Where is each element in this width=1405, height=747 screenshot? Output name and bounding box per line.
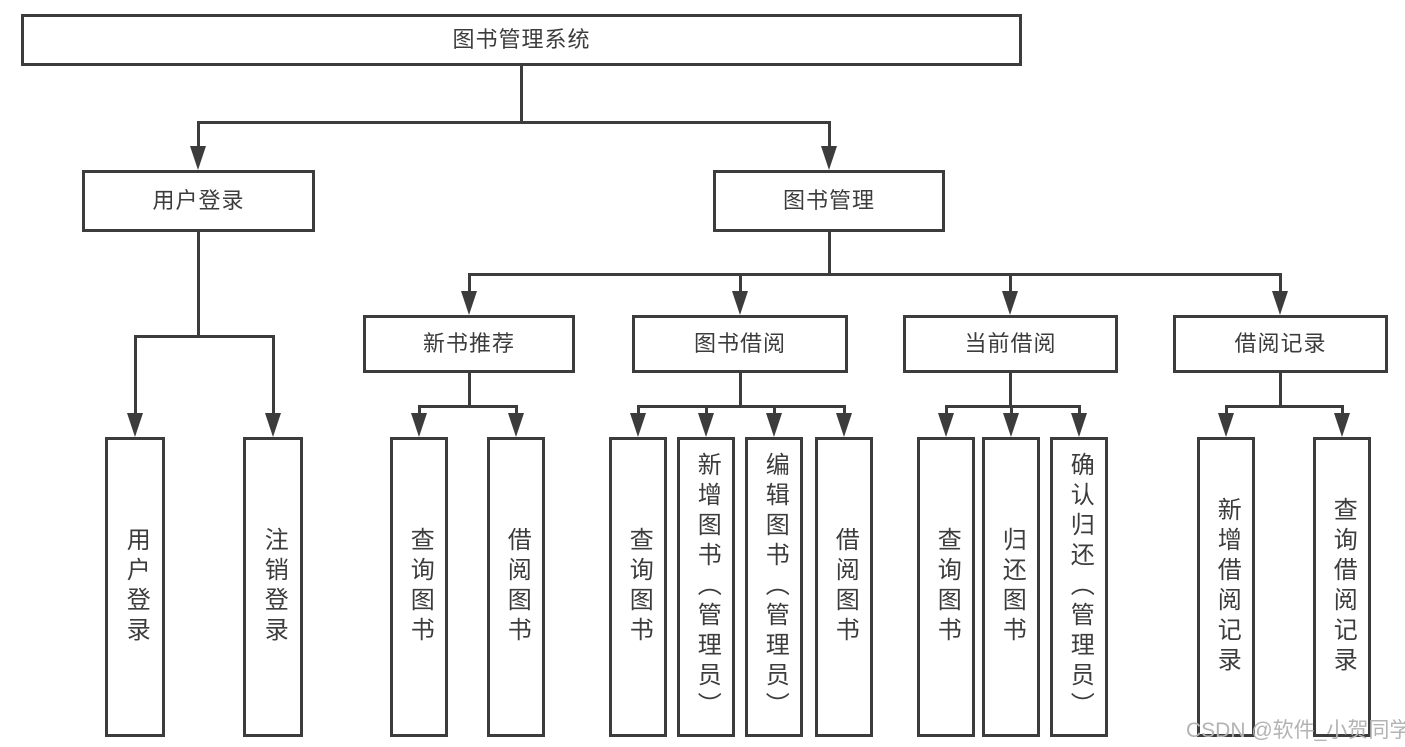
- connector-line: [1008, 273, 1012, 293]
- connector-line: [519, 66, 523, 124]
- node-current-borrow: 当前借阅: [903, 315, 1118, 373]
- leaf-current-confirm-return-admin-label: 确认归还（管理员）: [1066, 452, 1094, 722]
- leaf-user-login-label: 用户登录: [122, 527, 150, 647]
- leaf-current-return-books-label: 归还图书: [998, 527, 1026, 647]
- csdn-watermark: CSDN @软件_小贺同学: [1186, 719, 1405, 742]
- connector-arrowhead: [1002, 291, 1018, 315]
- connector-arrowhead: [821, 146, 837, 170]
- connector-arrowhead: [411, 413, 427, 437]
- connector-line: [704, 405, 708, 415]
- leaf-borrow-add-books-admin-label: 新增图书（管理员）: [693, 452, 721, 722]
- connector-line: [636, 405, 640, 415]
- leaf-user-login: 用户登录: [105, 437, 165, 737]
- connector-arrowhead: [1071, 413, 1087, 437]
- node-current-borrow-label: 当前借阅: [964, 331, 1057, 356]
- connector-line: [1077, 405, 1081, 415]
- leaf-borrow-edit-books-admin: 编辑图书（管理员）: [745, 437, 803, 737]
- connector-line: [636, 405, 846, 408]
- connector-arrowhead: [127, 413, 143, 437]
- leaf-records-add-record-label: 新增借阅记录: [1213, 497, 1241, 677]
- connector-line: [271, 335, 275, 415]
- leaf-current-query-books-label: 查询图书: [933, 527, 961, 647]
- leaf-recommend-borrow-books: 借阅图书: [487, 437, 545, 737]
- connector-line: [417, 405, 518, 408]
- connector-line: [944, 405, 1081, 408]
- node-user-login: 用户登录: [82, 170, 315, 232]
- connector-line: [133, 335, 137, 415]
- leaf-borrow-query-books-label: 查询图书: [625, 527, 653, 647]
- connector-line: [944, 405, 948, 415]
- connector-arrowhead: [698, 413, 714, 437]
- leaf-borrow-edit-books-admin-label: 编辑图书（管理员）: [761, 452, 789, 722]
- node-new-book-recommend-label: 新书推荐: [422, 331, 515, 356]
- connector-line: [133, 335, 275, 338]
- leaf-current-query-books: 查询图书: [917, 437, 975, 737]
- connector-line: [1340, 405, 1344, 415]
- connector-line: [514, 405, 518, 415]
- connector-line: [467, 373, 471, 408]
- connector-line: [738, 373, 742, 408]
- leaf-records-add-record: 新增借阅记录: [1197, 437, 1255, 737]
- leaf-logout-login: 注销登录: [243, 437, 303, 737]
- leaf-borrow-add-books-admin: 新增图书（管理员）: [677, 437, 735, 737]
- node-book-mgmt-label: 图书管理: [782, 188, 875, 213]
- node-new-book-recommend: 新书推荐: [363, 315, 575, 373]
- node-root: 图书管理系统: [21, 14, 1022, 66]
- connector-line: [417, 405, 421, 415]
- connector-line: [467, 273, 471, 293]
- connector-line: [196, 232, 200, 338]
- connector-line: [196, 121, 831, 124]
- leaf-recommend-query-books: 查询图书: [390, 437, 448, 737]
- connector-arrowhead: [938, 413, 954, 437]
- node-user-login-label: 用户登录: [152, 188, 245, 213]
- connector-arrowhead: [766, 413, 782, 437]
- leaf-current-return-books: 归还图书: [982, 437, 1040, 737]
- connector-arrowhead: [508, 413, 524, 437]
- leaf-borrow-query-books: 查询图书: [609, 437, 667, 737]
- leaf-borrow-borrow-books-label: 借阅图书: [831, 527, 859, 647]
- connector-arrowhead: [1272, 291, 1288, 315]
- connector-line: [842, 405, 846, 415]
- connector-arrowhead: [630, 413, 646, 437]
- connector-arrowhead: [836, 413, 852, 437]
- node-book-borrow-label: 图书借阅: [693, 331, 786, 356]
- connector-arrowhead: [732, 291, 748, 315]
- node-root-label: 图书管理系统: [452, 27, 591, 52]
- connector-line: [1224, 405, 1344, 408]
- connector-line: [1224, 405, 1228, 415]
- connector-line: [827, 121, 831, 148]
- connector-arrowhead: [190, 146, 206, 170]
- leaf-current-confirm-return-admin: 确认归还（管理员）: [1050, 437, 1108, 737]
- connector-line: [1009, 405, 1013, 415]
- connector-arrowhead: [461, 291, 477, 315]
- node-borrow-records: 借阅记录: [1173, 315, 1388, 373]
- connector-line: [772, 405, 776, 415]
- leaf-recommend-borrow-books-label: 借阅图书: [503, 527, 531, 647]
- connector-arrowhead: [1218, 413, 1234, 437]
- connector-line: [1278, 373, 1282, 408]
- node-borrow-records-label: 借阅记录: [1234, 331, 1327, 356]
- connector-line: [738, 273, 742, 293]
- connector-arrowhead: [1003, 413, 1019, 437]
- leaf-recommend-query-books-label: 查询图书: [406, 527, 434, 647]
- connector-line: [1278, 273, 1282, 293]
- leaf-borrow-borrow-books: 借阅图书: [815, 437, 873, 737]
- leaf-records-query-record: 查询借阅记录: [1313, 437, 1371, 737]
- connector-line: [196, 121, 200, 148]
- node-book-mgmt: 图书管理: [713, 170, 945, 232]
- leaf-records-query-record-label: 查询借阅记录: [1329, 497, 1357, 677]
- connector-line: [467, 273, 1282, 276]
- node-book-borrow: 图书借阅: [632, 315, 848, 373]
- connector-arrowhead: [1334, 413, 1350, 437]
- connector-arrowhead: [265, 413, 281, 437]
- connector-line: [1008, 373, 1012, 408]
- connector-line: [827, 232, 831, 276]
- leaf-logout-login-label: 注销登录: [260, 527, 288, 647]
